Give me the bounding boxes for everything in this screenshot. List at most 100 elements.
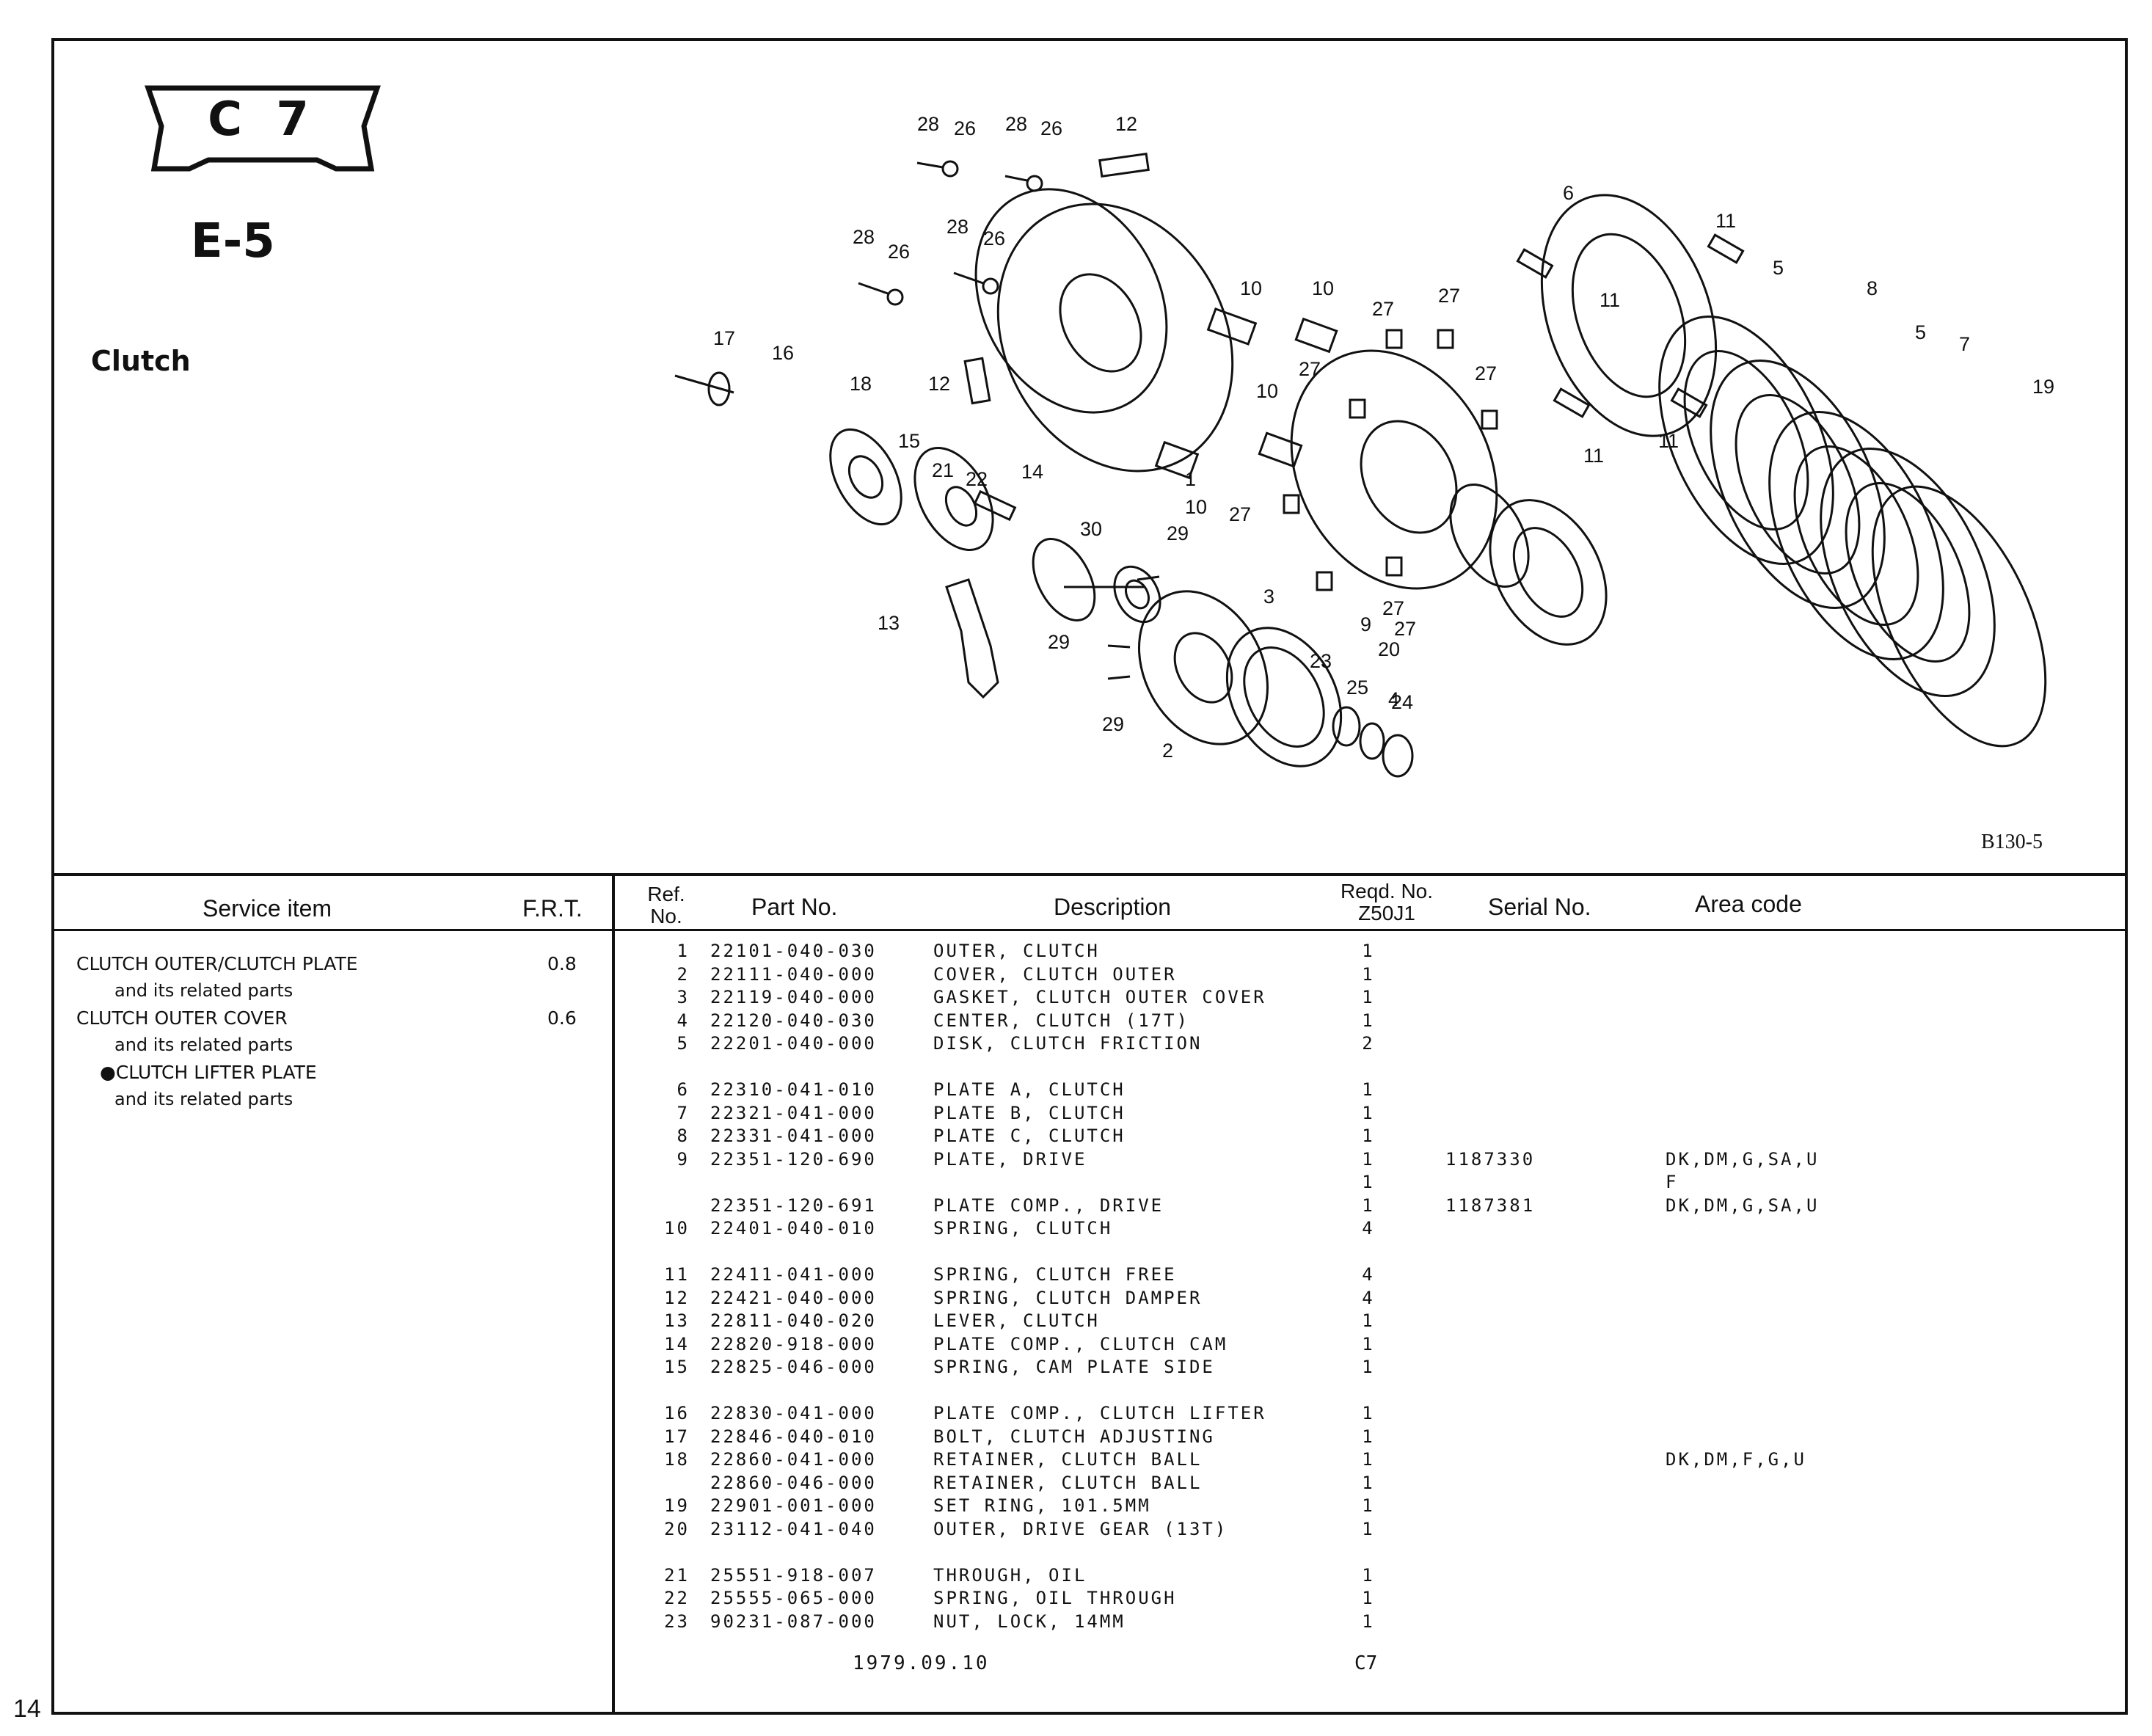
callout: 12 bbox=[928, 373, 950, 395]
part-number: 22111-040-000 bbox=[710, 963, 877, 985]
part-qty: 1 bbox=[1362, 1426, 1375, 1447]
callout: 9 bbox=[1360, 613, 1371, 635]
exploded-clutch-diagram: 28 26 28 26 12 28 26 28 26 12 10 10 27 2… bbox=[674, 113, 2054, 778]
part-ref: 19 bbox=[664, 1495, 690, 1516]
service-item-label: and its related parts bbox=[114, 1035, 293, 1055]
part-ref: 4 bbox=[676, 1010, 690, 1031]
part-qty: 1 bbox=[1362, 1449, 1375, 1470]
part-number: 23112-041-040 bbox=[710, 1518, 877, 1539]
callout: 20 bbox=[1378, 638, 1400, 660]
callout: 10 bbox=[1312, 277, 1334, 299]
callout: 11 bbox=[1715, 210, 1736, 232]
part-qty: 1 bbox=[1362, 1333, 1375, 1354]
model-badge-text: C 7 bbox=[208, 92, 318, 147]
callout: 27 bbox=[1394, 618, 1416, 640]
part-ref: 14 bbox=[664, 1333, 690, 1354]
adjusting-bolt bbox=[674, 371, 734, 406]
callout: 28 bbox=[946, 216, 969, 238]
diagram-code: B130-5 bbox=[1981, 831, 2043, 853]
header-frt: F.R.T. bbox=[522, 895, 583, 922]
callout: 10 bbox=[1185, 496, 1207, 518]
header-serial-no: Serial No. bbox=[1488, 894, 1591, 920]
part-qty: 1 bbox=[1362, 1588, 1375, 1608]
part-qty: 2 bbox=[1362, 1033, 1375, 1054]
part-number: 22811-040-020 bbox=[710, 1310, 877, 1331]
part-ref: 17 bbox=[664, 1426, 690, 1447]
callout: 27 bbox=[1475, 362, 1497, 384]
group-spacer bbox=[646, 1380, 1966, 1404]
part-number: 22201-040-000 bbox=[710, 1033, 877, 1054]
callout: 2 bbox=[1162, 740, 1173, 762]
part-ref: 9 bbox=[676, 1148, 690, 1170]
part-qty: 1 bbox=[1362, 1495, 1375, 1516]
part-description: RETAINER, CLUTCH BALL bbox=[933, 1472, 1203, 1493]
bolts-and-washers bbox=[858, 160, 1160, 680]
group-spacer bbox=[646, 1542, 1966, 1565]
callout: 7 bbox=[1959, 333, 1970, 355]
lock-nut-washer bbox=[1332, 706, 1414, 778]
callout: 28 bbox=[853, 226, 875, 248]
part-ref: 22 bbox=[664, 1588, 690, 1608]
part-serial: 1187381 bbox=[1445, 1195, 1536, 1216]
service-item-label: ●CLUTCH LIFTER PLATE bbox=[100, 1062, 317, 1083]
springs bbox=[963, 152, 1745, 522]
part-number: 22119-040-000 bbox=[710, 987, 877, 1007]
callout: 6 bbox=[1563, 182, 1574, 204]
part-description: DISK, CLUTCH FRICTION bbox=[933, 1033, 1203, 1054]
lifter-plate bbox=[829, 428, 902, 526]
part-number: 22421-040-000 bbox=[710, 1287, 877, 1308]
part-number: 22830-041-000 bbox=[710, 1403, 877, 1423]
part-description: THROUGH, OIL bbox=[933, 1564, 1087, 1586]
callout: 26 bbox=[954, 117, 976, 139]
part-serial: 1187330 bbox=[1445, 1148, 1536, 1170]
part-ref: 16 bbox=[664, 1403, 690, 1423]
footer-date: 1979.09.10 bbox=[853, 1652, 990, 1674]
part-number: 22860-041-000 bbox=[710, 1449, 877, 1470]
part-ref: 1 bbox=[676, 941, 690, 961]
part-ref: 3 bbox=[676, 987, 690, 1007]
callout: 29 bbox=[1048, 631, 1070, 653]
part-ref: 7 bbox=[676, 1102, 690, 1123]
header-description: Description bbox=[1054, 894, 1172, 920]
part-number: 22860-046-000 bbox=[710, 1472, 877, 1493]
part-qty: 1 bbox=[1362, 1310, 1375, 1331]
service-item-row: and its related parts bbox=[76, 977, 590, 1004]
bearing bbox=[1113, 565, 1161, 624]
part-description: OUTER, CLUTCH bbox=[933, 941, 1100, 961]
part-description: SPRING, CAM PLATE SIDE bbox=[933, 1357, 1215, 1377]
part-qty: 4 bbox=[1362, 1287, 1375, 1308]
part-number: 22820-918-000 bbox=[710, 1333, 877, 1354]
callout: 26 bbox=[1040, 117, 1062, 139]
header-part-no: Part No. bbox=[751, 894, 838, 920]
callout: 5 bbox=[1773, 257, 1784, 279]
callout: 3 bbox=[1263, 586, 1274, 608]
service-item-label: and its related parts bbox=[114, 1089, 293, 1109]
part-qty: 1 bbox=[1362, 1126, 1375, 1146]
callout: 4 bbox=[1388, 688, 1399, 710]
part-qty: 1 bbox=[1362, 941, 1375, 961]
part-qty: 1 bbox=[1362, 1172, 1375, 1192]
part-ref: 11 bbox=[664, 1264, 690, 1285]
part-ref: 18 bbox=[664, 1449, 690, 1470]
drive-gear-outer bbox=[1449, 483, 1530, 588]
part-qty: 1 bbox=[1362, 1195, 1375, 1216]
service-item-frt: 0.6 bbox=[547, 1007, 577, 1029]
callout: 25 bbox=[1346, 676, 1368, 699]
clutch-center-hub bbox=[1290, 349, 1498, 590]
part-number: 22351-120-691 bbox=[710, 1195, 877, 1216]
callout: 8 bbox=[1867, 277, 1878, 299]
model-badge bbox=[145, 85, 381, 172]
part-description: SPRING, CLUTCH FREE bbox=[933, 1264, 1177, 1285]
